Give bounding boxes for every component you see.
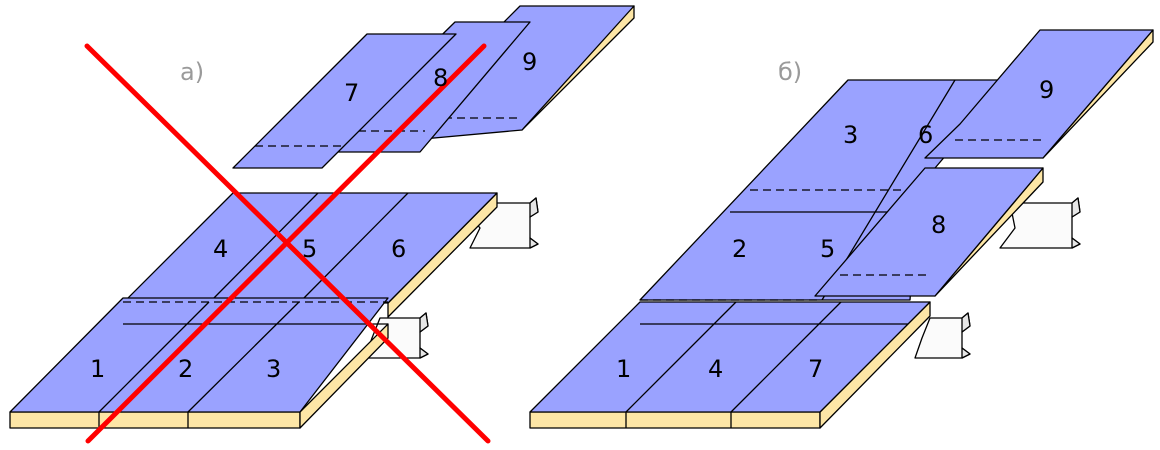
sheet-number: 7 xyxy=(808,355,823,383)
beam-lower xyxy=(914,312,971,359)
sheet-number: 4 xyxy=(213,235,228,263)
incorrect-cross-mark xyxy=(84,43,491,444)
sheet-number: 1 xyxy=(90,355,105,383)
sheet-number: 5 xyxy=(302,235,317,263)
panel-b-label: б) xyxy=(778,58,802,86)
beam-upper xyxy=(999,197,1081,249)
panel-a-label: а) xyxy=(180,58,204,86)
panel-b-sheet-numbers: 1 2 3 4 5 6 7 8 9 xyxy=(616,76,1054,383)
sheet-row-front xyxy=(529,301,931,429)
panel-b xyxy=(529,29,1154,429)
sheet-number: 3 xyxy=(266,355,281,383)
panel-a xyxy=(9,5,635,444)
sheet-number: 9 xyxy=(1039,76,1054,104)
sheet-number: 7 xyxy=(344,79,359,107)
sheet-number: 9 xyxy=(522,48,537,76)
sheet-number: 8 xyxy=(931,211,946,239)
sheet-number: 2 xyxy=(178,355,193,383)
sheet-row-front xyxy=(9,297,389,429)
sheet-number: 6 xyxy=(391,235,406,263)
sheet-9 xyxy=(924,29,1154,159)
sheet-row-middle xyxy=(122,192,498,318)
sheet-8 xyxy=(814,167,1044,297)
sheet-number: 2 xyxy=(732,235,747,263)
sheet-number: 1 xyxy=(616,355,631,383)
sheet-number: 8 xyxy=(433,64,448,92)
sheet-number: 3 xyxy=(843,121,858,149)
sheet-number: 5 xyxy=(820,235,835,263)
panel-a-sheet-numbers: 1 2 3 4 5 6 7 8 9 xyxy=(90,48,537,383)
sheet-number: 4 xyxy=(708,355,723,383)
sheet-number: 6 xyxy=(918,121,933,149)
